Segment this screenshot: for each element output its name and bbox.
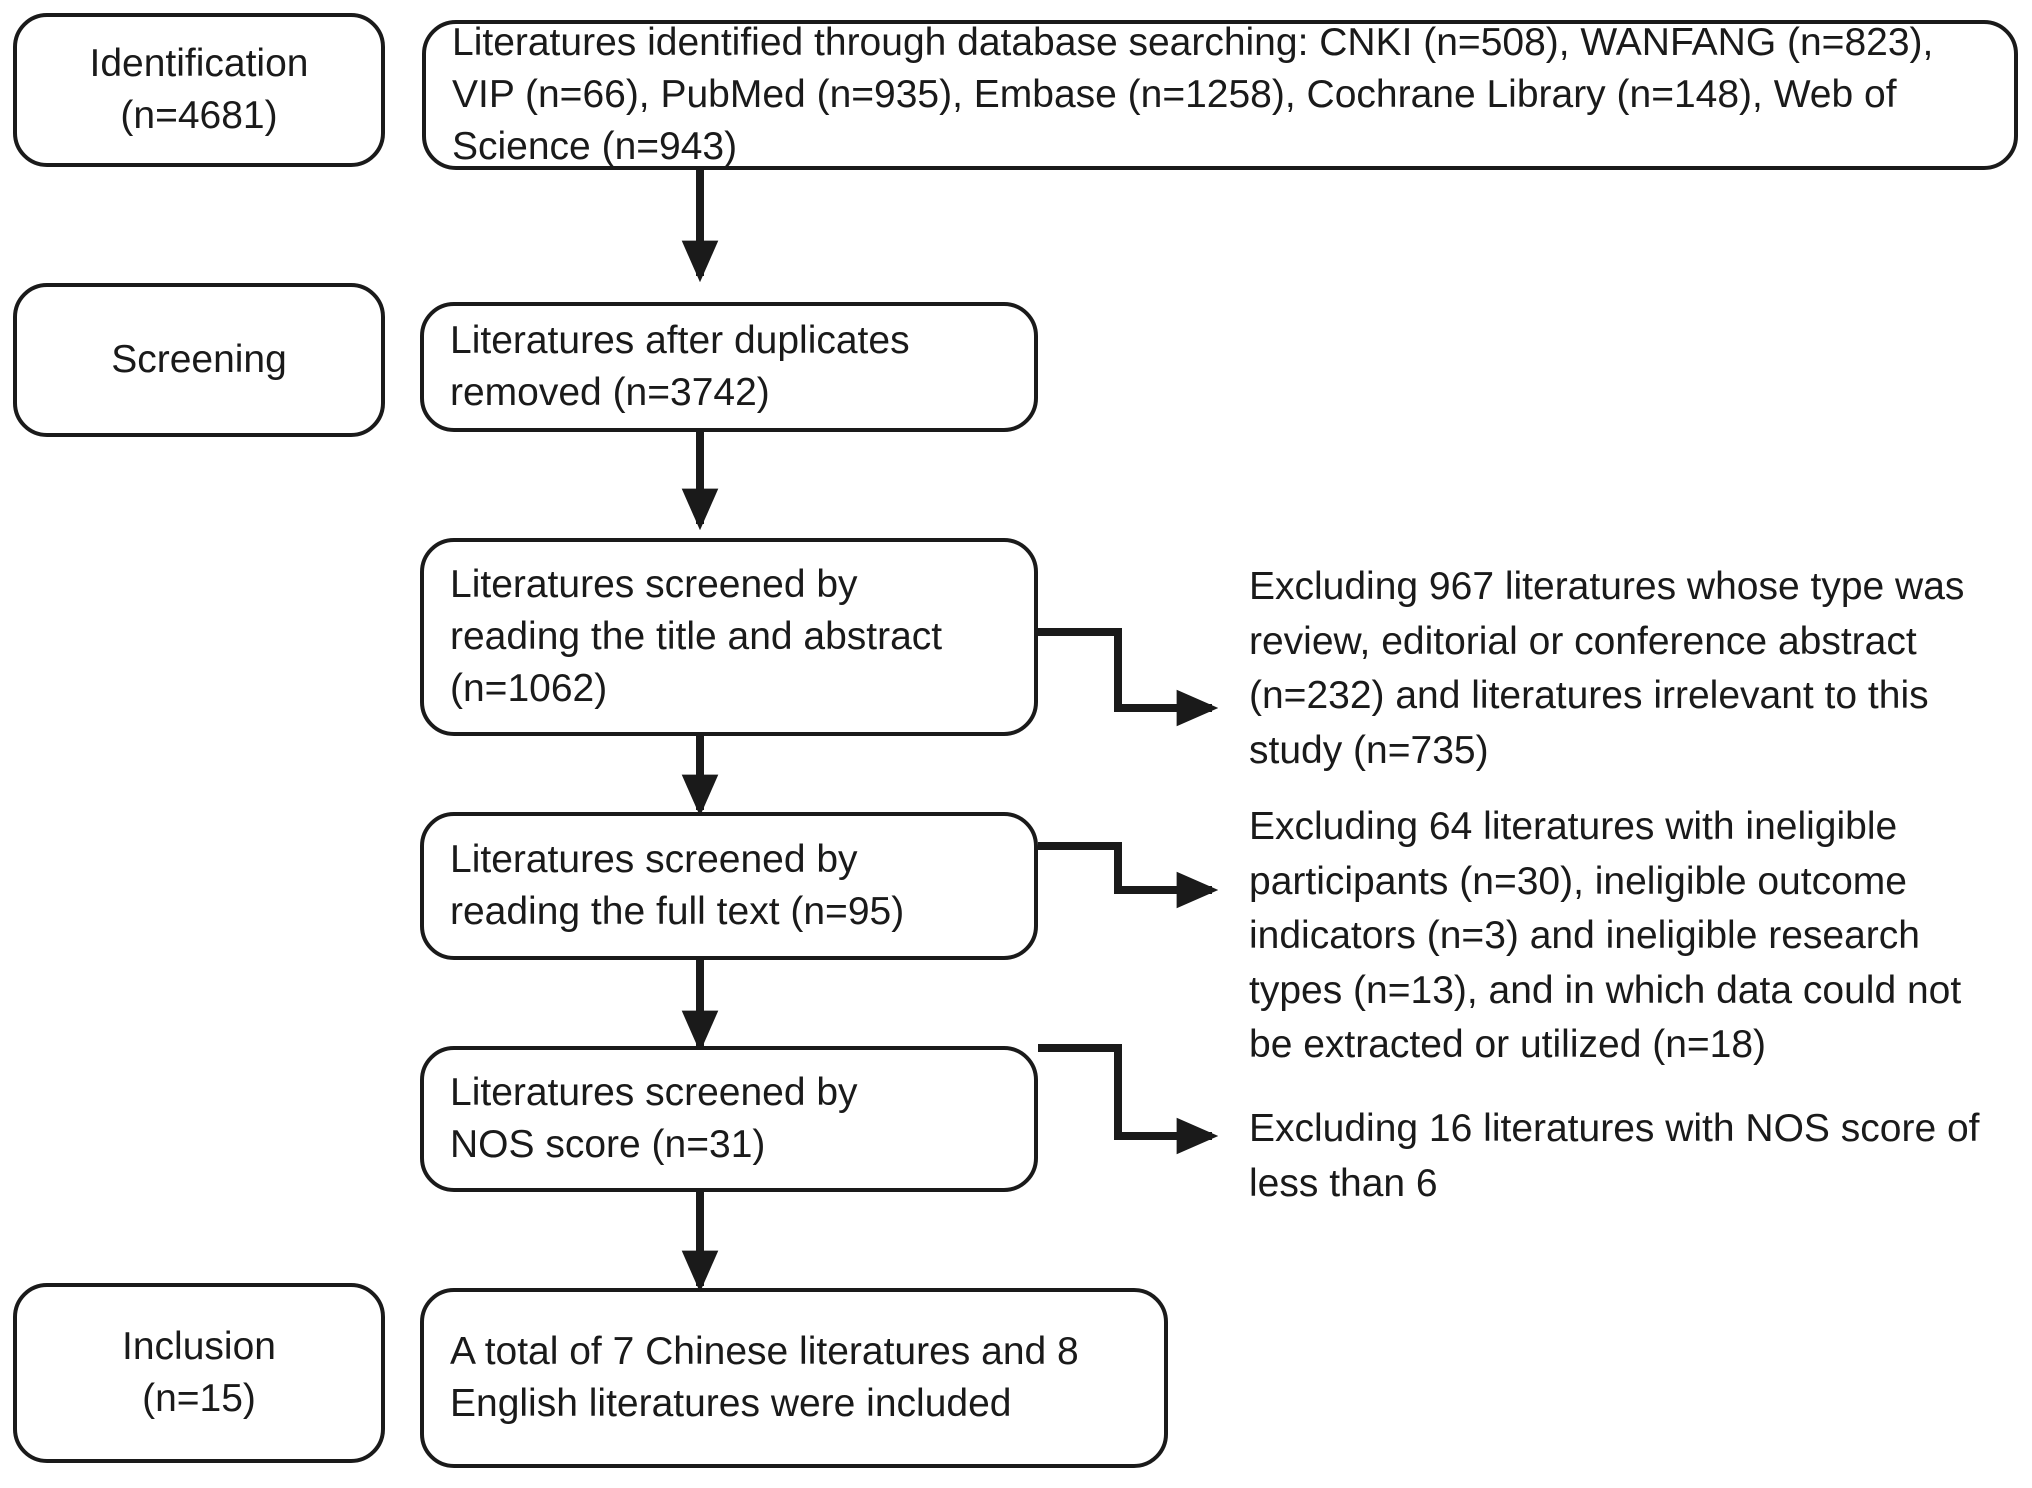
connector-exclusion-nos: [1038, 1044, 1219, 1155]
connector-exclusion-title-abstract: [1038, 628, 1219, 727]
flow-box-duplicates-removed-text: Literatures after duplicates removed (n=…: [450, 318, 910, 414]
stage-box-screening: Screening: [13, 283, 385, 437]
flow-box-identified: Literatures identified through database …: [422, 20, 2018, 170]
exclusion-note-title-abstract: Excluding 967 literatures whose type was…: [1249, 565, 1965, 772]
stage-label-screening: Screening: [111, 337, 287, 381]
stage-label-inclusion: Inclusion (n=15): [122, 1324, 276, 1420]
flow-box-screened-full-text-text: Literatures screened by reading the full…: [450, 837, 905, 933]
flow-box-screened-nos-text: Literatures screened by NOS score (n=31): [450, 1070, 858, 1166]
stage-box-inclusion: Inclusion (n=15): [13, 1283, 385, 1463]
flow-box-included-text: A total of 7 Chinese literatures and 8 E…: [450, 1329, 1079, 1425]
flow-box-screened-title-abstract: Literatures screened by reading the titl…: [420, 538, 1038, 736]
flow-box-screened-nos: Literatures screened by NOS score (n=31): [420, 1046, 1038, 1192]
flow-box-screened-full-text: Literatures screened by reading the full…: [420, 812, 1038, 960]
stage-label-identification: Identification (n=4681): [89, 41, 309, 137]
exclusion-note-nos: Excluding 16 literatures with NOS score …: [1249, 1107, 1980, 1205]
exclusion-note-full-text: Excluding 64 literatures with ineligible…: [1249, 805, 1962, 1067]
flow-box-screened-title-abstract-text: Literatures screened by reading the titl…: [450, 562, 943, 711]
flow-box-identified-text: Literatures identified through database …: [452, 20, 1934, 169]
stage-box-identification: Identification (n=4681): [13, 13, 385, 167]
flow-box-duplicates-removed: Literatures after duplicates removed (n=…: [420, 302, 1038, 432]
connector-exclusion-full-text: [1038, 842, 1219, 909]
flow-box-included: A total of 7 Chinese literatures and 8 E…: [420, 1288, 1168, 1468]
